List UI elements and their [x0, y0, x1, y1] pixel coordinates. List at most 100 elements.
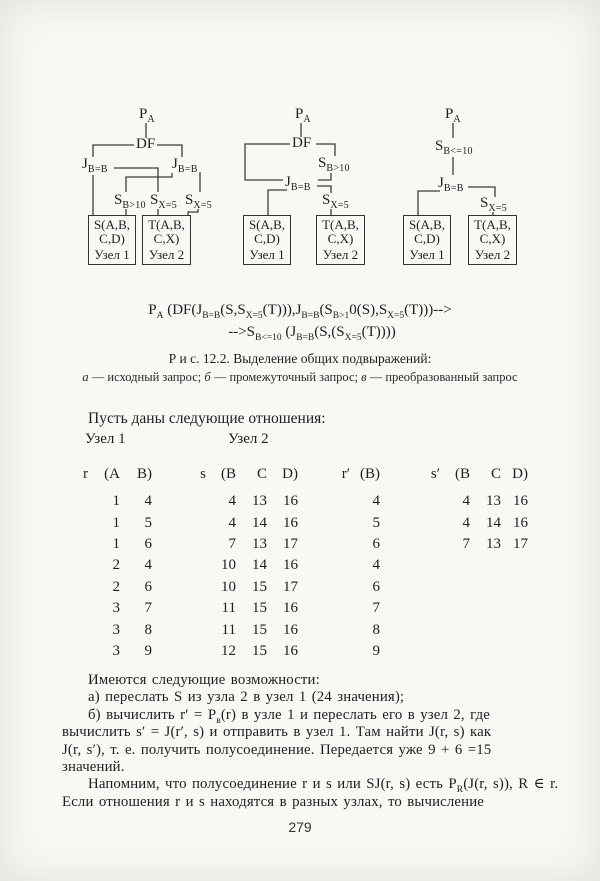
relation-box-s: S(A,B, C,D) Узел 1	[243, 215, 291, 265]
spacer-cell	[336, 555, 352, 576]
cell: 17	[513, 535, 528, 552]
cell: 10	[221, 578, 236, 595]
box-node-label: Узел 1	[409, 247, 445, 262]
cell: 13	[486, 493, 501, 510]
col-header: (B)	[360, 466, 380, 482]
cell: 16	[513, 514, 528, 531]
paragraph-line: Имеются следующие возможности:	[88, 672, 320, 688]
op: P	[295, 106, 304, 122]
intro-sentence: Пусть даны следующие отношения:	[88, 410, 326, 427]
spacer-cell	[60, 555, 90, 576]
op-sub: B>10	[326, 163, 350, 174]
spacer-cell	[60, 491, 90, 512]
relation-box-s: S(A,B, C,D) Узел 1	[403, 215, 451, 265]
spacer-cell	[60, 619, 90, 640]
formula-line-2: -->SB<=10 (JB=B(S,(SX=5(T))))	[228, 324, 396, 343]
col-header: B)	[137, 466, 152, 482]
op: S	[185, 192, 194, 208]
box-node-label: Узел 2	[474, 247, 511, 262]
op: S	[150, 192, 159, 208]
node1-header: Узел 1	[85, 431, 126, 447]
spacer-cell	[196, 555, 208, 576]
relation-box-t: T(A,B, C,X) Узел 2	[142, 215, 191, 265]
spacer-cell	[196, 641, 208, 662]
box-line: T(A,B,	[474, 217, 511, 232]
cell: 16	[283, 642, 298, 659]
op: P	[139, 106, 148, 122]
box-line: S(A,B,	[408, 217, 446, 232]
query-tree-c: PA SB<=10 JB=B SX=5 S(A,B, C,D) Узел 1 T…	[398, 105, 548, 267]
cell: 16	[283, 493, 298, 510]
relation-name: s′	[430, 466, 440, 482]
relation-name: s	[200, 466, 206, 482]
cell: 17	[283, 535, 298, 552]
spacer-cell	[60, 598, 90, 619]
op: S	[322, 192, 331, 208]
table-row: 9	[336, 641, 382, 662]
paragraph-line: б) вычислить r′ = Pв(r) в узле 1 и перес…	[88, 706, 490, 726]
cell: 8	[372, 621, 381, 638]
relation-name: r′	[341, 466, 350, 482]
cell: 3	[112, 600, 121, 617]
paragraph-line: Если отношения r и s находятся в разных …	[62, 793, 484, 810]
cell: 4	[144, 493, 153, 510]
cell: 4	[372, 493, 381, 510]
node-df: DF	[292, 136, 311, 151]
node-join-left: JB=B	[82, 157, 108, 175]
spacer-cell	[60, 512, 90, 533]
box-line: S(A,B,	[248, 217, 286, 232]
node-join: JB=B	[438, 176, 464, 194]
cell: 17	[283, 578, 298, 595]
spacer-cell	[426, 491, 442, 512]
node2-header: Узел 2	[228, 431, 269, 447]
cell: 7	[462, 535, 471, 552]
box-node-label: Узел 1	[94, 247, 130, 262]
cell: 11	[221, 600, 236, 617]
cell: 1	[112, 493, 121, 510]
op-sub: X=5	[488, 203, 508, 214]
table-row: 5	[336, 512, 382, 533]
spacer-cell	[60, 641, 90, 662]
cell: 4	[462, 514, 471, 531]
table-row: 8	[336, 619, 382, 640]
spacer-cell	[336, 534, 352, 555]
cell: 13	[252, 535, 267, 552]
node-select-x5-right: SX=5	[185, 192, 212, 211]
cell: 14	[252, 514, 267, 531]
cell: 14	[486, 514, 501, 531]
op-sub: X=5	[158, 200, 178, 211]
cell: 13	[252, 493, 267, 510]
col-header: C	[490, 466, 501, 482]
spacer-cell	[336, 577, 352, 598]
paragraph-line: вычислить s′ = J(r′, s) и отправить в уз…	[62, 724, 492, 741]
cell: 7	[228, 535, 237, 552]
cell: 16	[283, 600, 298, 617]
cell: 10	[221, 557, 236, 574]
col-header: (A	[104, 466, 120, 482]
relation-table-r-prime: r′(B) 4 5 6 4 6 7 8 9	[336, 464, 382, 662]
box-node-label: Узел 2	[322, 247, 359, 262]
paragraph-line: значений.	[62, 759, 125, 776]
cell: 4	[372, 557, 381, 574]
box-line: C,X)	[153, 231, 180, 246]
cell: 5	[372, 514, 381, 531]
op-sub: A	[303, 114, 311, 125]
op-sub: B=B	[87, 164, 108, 175]
cell: 16	[283, 514, 298, 531]
node-df: DF	[136, 137, 155, 152]
cell: 7	[372, 600, 381, 617]
cell: 4	[462, 493, 471, 510]
op: P	[445, 106, 454, 122]
table-row: 6	[336, 577, 382, 598]
box-line: C,D)	[99, 231, 125, 246]
formula-line-1: PA (DF(JB=B(S,SX=5(T))),JB=B(SB>10(S),SX…	[148, 302, 452, 321]
